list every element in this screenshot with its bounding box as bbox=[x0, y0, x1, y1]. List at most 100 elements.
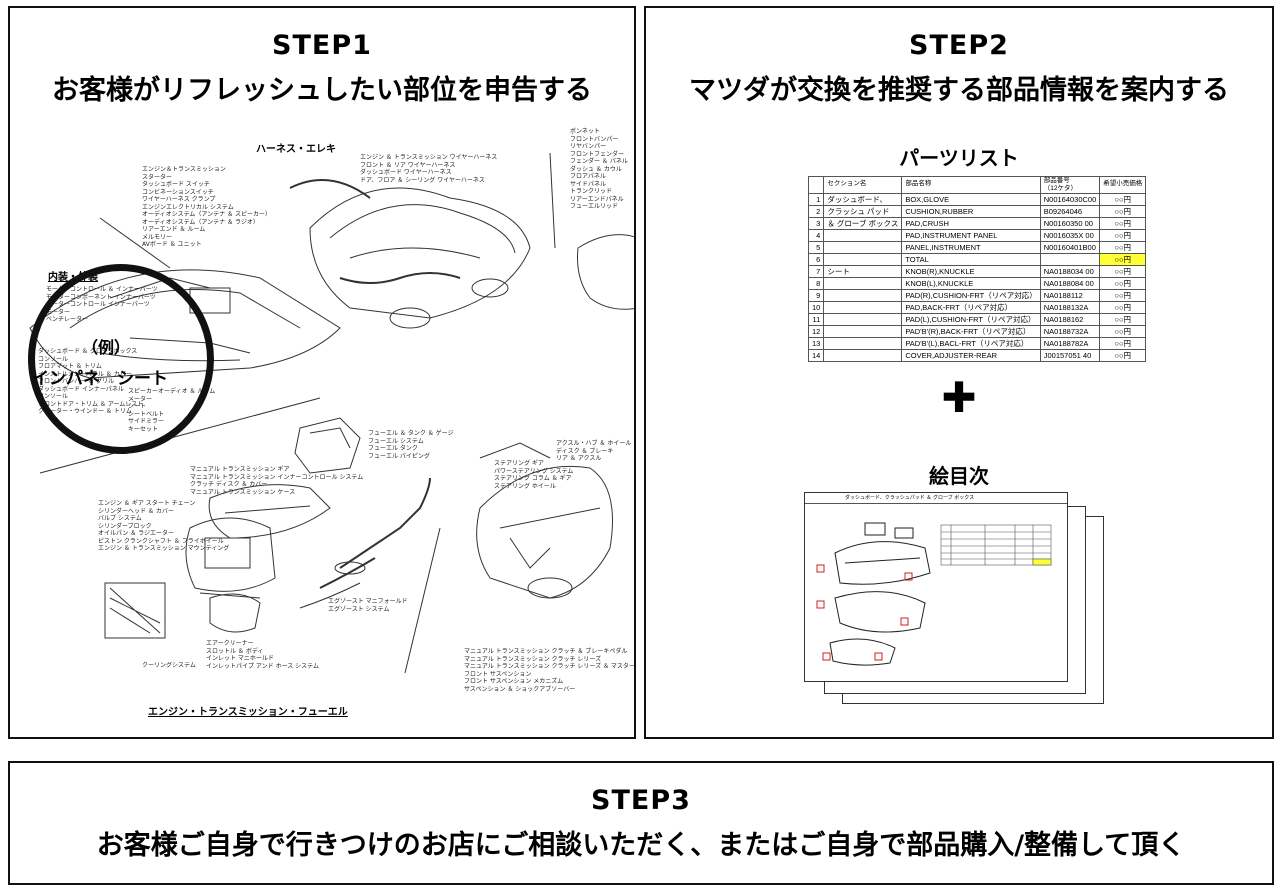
row-section: クラッシュ パッド bbox=[823, 205, 903, 218]
row-section bbox=[823, 325, 903, 338]
parts-list-title: パーツリスト bbox=[899, 146, 1019, 170]
row-number: 5 bbox=[807, 241, 825, 254]
row-price: ○○円 bbox=[1099, 193, 1147, 206]
row-section: ＆ グローブ ボックス bbox=[823, 217, 903, 230]
step2-panel: STEP2 マツダが交換を推奨する部品情報を案内する パーツリスト セクション名… bbox=[644, 6, 1274, 739]
row-part-name: PANEL,INSTRUMENT bbox=[901, 241, 1041, 254]
row-price: ○○円 bbox=[1099, 349, 1147, 362]
row-part-number: J00157051 40 bbox=[1039, 349, 1101, 362]
row-part-number bbox=[1039, 253, 1101, 266]
row-part-number: NA0188084 00 bbox=[1039, 277, 1101, 290]
row-part-number: N0016035X 00 bbox=[1039, 229, 1101, 242]
header-no bbox=[807, 176, 825, 194]
row-part-name: PAD(L),CUSHION-FRT（リペア対応） bbox=[901, 313, 1041, 326]
row-part-name: COVER,ADJUSTER-REAR bbox=[901, 349, 1041, 362]
row-part-name: PAD,BACK-FRT（リペア対応） bbox=[901, 301, 1041, 314]
row-number: 12 bbox=[807, 325, 825, 338]
row-part-name: BOX,GLOVE bbox=[901, 193, 1041, 206]
row-part-number: NA0188162 bbox=[1039, 313, 1101, 326]
parts-table-row: 11 PAD(L),CUSHION-FRT（リペア対応）NA0188162○○円 bbox=[807, 313, 1147, 326]
row-part-name: PAD'B'(L),BACL-FRT（リペア対応） bbox=[901, 337, 1041, 350]
row-number: 9 bbox=[807, 289, 825, 302]
row-price: ○○円 bbox=[1099, 205, 1147, 218]
row-part-number: NA0188732A bbox=[1039, 325, 1101, 338]
row-section bbox=[823, 277, 903, 290]
row-number: 7 bbox=[807, 265, 825, 278]
row-part-name: PAD(R),CUSHION-FRT（リペア対応） bbox=[901, 289, 1041, 302]
row-section bbox=[823, 349, 903, 362]
row-section bbox=[823, 313, 903, 326]
cooling-items: クーリングシステム bbox=[142, 662, 196, 669]
harness-section-label: ハーネス・エレキ bbox=[256, 144, 336, 155]
step1-title: STEP1 bbox=[272, 30, 372, 61]
illustration-index-title: 絵目次 bbox=[929, 464, 989, 488]
example-text: インパネ シート bbox=[32, 369, 168, 389]
step3-description: お客様ご自身で行きつけのお店にご相談いただく、またはご自身で部品購入/整備して頂… bbox=[96, 830, 1186, 861]
steering-items: ステアリング ギア パワーステアリング システム ステアリング コラム ＆ ギア… bbox=[494, 460, 574, 490]
row-part-number: B09264046 bbox=[1039, 205, 1101, 218]
plus-icon: ✚ bbox=[941, 373, 977, 422]
example-label: （例） bbox=[82, 338, 131, 357]
header-price: 希望小売価格 bbox=[1099, 176, 1147, 194]
row-part-number: NA0188112 bbox=[1039, 289, 1101, 302]
row-number: 2 bbox=[807, 205, 825, 218]
row-number: 1 bbox=[807, 193, 825, 206]
row-part-number: N00160401B00 bbox=[1039, 241, 1101, 254]
fuel-items: フューエル ＆ タンク ＆ ゲージ フューエル システム フューエル タンク フ… bbox=[368, 430, 454, 460]
row-part-name: PAD,INSTRUMENT PANEL bbox=[901, 229, 1041, 242]
row-section: シート bbox=[823, 265, 903, 278]
row-section bbox=[823, 289, 903, 302]
step3-panel: STEP3 お客様ご自身で行きつけのお店にご相談いただく、またはご自身で部品購入… bbox=[8, 761, 1274, 885]
row-number: 10 bbox=[807, 301, 825, 314]
row-number: 3 bbox=[807, 217, 825, 230]
row-number: 6 bbox=[807, 253, 825, 266]
row-section bbox=[823, 241, 903, 254]
row-price: ○○円 bbox=[1099, 265, 1147, 278]
row-price: ○○円 bbox=[1099, 313, 1147, 326]
index-sheet-front: ダッシュボード、クラッシュパッド ＆ グローブ ボックス bbox=[804, 492, 1068, 682]
row-part-number: N00164030C00 bbox=[1039, 193, 1101, 206]
row-part-name: TOTAL bbox=[901, 253, 1041, 266]
row-section bbox=[823, 337, 903, 350]
exhaust-items: エグゾースト マニフォールド エグゾースト システム bbox=[328, 598, 408, 613]
header-section: セクション名 bbox=[823, 176, 903, 194]
header-part-name: 部品名称 bbox=[901, 176, 1041, 194]
row-section bbox=[823, 229, 903, 242]
dashboard-exploded-view bbox=[816, 522, 1052, 666]
step2-description: マツダが交換を推奨する部品情報を案内する bbox=[689, 75, 1229, 106]
step1-panel: STEP1 お客様がリフレッシュしたい部位を申告する bbox=[8, 6, 636, 739]
index-sheet-header: ダッシュボード、クラッシュパッド ＆ グローブ ボックス bbox=[805, 493, 1067, 504]
row-part-name: PAD,CRUSH bbox=[901, 217, 1041, 230]
harness-items-left: エンジン＆トランスミッション スターター タッシュボード スイッチ コンビネーシ… bbox=[142, 166, 271, 248]
row-price: ○○円 bbox=[1099, 277, 1147, 290]
row-number: 11 bbox=[807, 313, 825, 326]
parts-table-header: セクション名 部品名称 部品番号 （12ケタ） 希望小売価格 bbox=[807, 176, 1147, 194]
engine-items: エンジン ＆ ギア スタート チェーン シリンダーヘッド ＆ カバー バルブ シ… bbox=[98, 500, 230, 552]
row-section: ダッシュボード、 bbox=[823, 193, 903, 206]
row-price: ○○円 bbox=[1099, 217, 1147, 230]
axle-items: アクスル・ハブ ＆ ホイール システム ディスク ＆ ブレーキ リア ＆ アクス… bbox=[556, 440, 634, 462]
row-section bbox=[823, 253, 903, 266]
example-circle bbox=[28, 264, 214, 454]
row-number: 13 bbox=[807, 337, 825, 350]
row-part-number: NA0188034 00 bbox=[1039, 265, 1101, 278]
row-price: ○○円 bbox=[1099, 337, 1147, 350]
row-price: ○○円 bbox=[1099, 253, 1147, 266]
harness-items-top: エンジン ＆ トランスミッション ワイヤーハーネス フロント ＆ リア ワイヤー… bbox=[360, 154, 498, 184]
row-number: 4 bbox=[807, 229, 825, 242]
row-price: ○○円 bbox=[1099, 325, 1147, 338]
row-part-number: N00160350 00 bbox=[1039, 217, 1101, 230]
air-items: エアークリーナー スロットル ＆ ボディ インレット マニホールド インレットパ… bbox=[206, 640, 320, 670]
row-price: ○○円 bbox=[1099, 229, 1147, 242]
row-part-name: CUSHION,RUBBER bbox=[901, 205, 1041, 218]
